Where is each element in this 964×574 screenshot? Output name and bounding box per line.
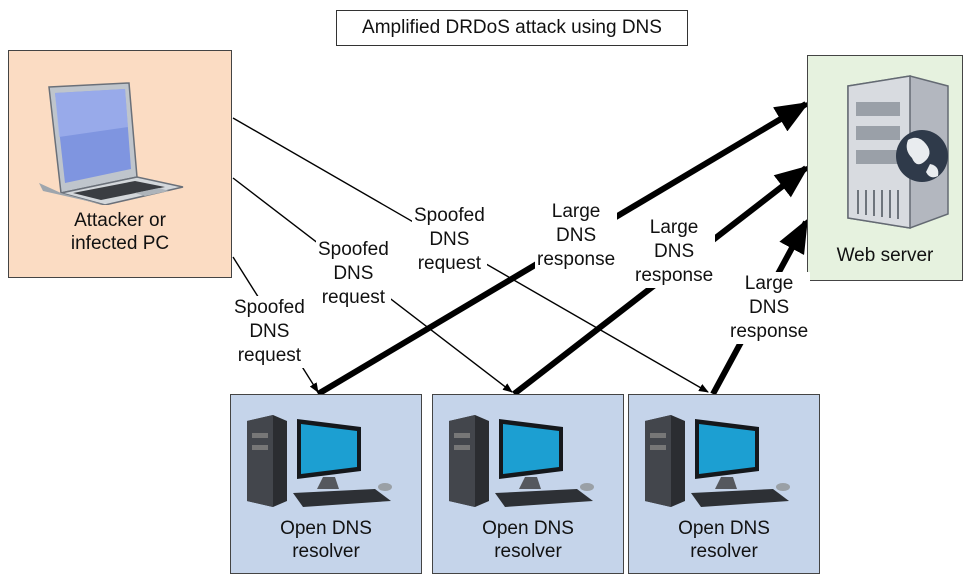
request-label-2: Spoofed DNS request xyxy=(316,238,391,310)
resolver-label-3: Open DNS resolver xyxy=(678,518,770,562)
resolver-node-1: Open DNS resolver xyxy=(230,394,422,574)
request-label-3: Spoofed DNS request xyxy=(412,204,487,276)
laptop-icon xyxy=(39,82,184,205)
desktop-computer-icon xyxy=(247,415,392,507)
web-server-node: Web server xyxy=(807,55,963,281)
request-label-1: Spoofed DNS request xyxy=(232,296,307,368)
resolver-label-2: Open DNS resolver xyxy=(482,518,574,562)
desktop-computer-icon xyxy=(645,415,790,507)
server-globe-icon xyxy=(847,75,949,229)
web-server-label: Web server xyxy=(836,245,934,266)
resolver-node-2: Open DNS resolver xyxy=(432,394,624,574)
attacker-label: Attacker or infected PC xyxy=(70,210,170,254)
response-label-1: Large DNS response xyxy=(535,200,618,272)
resolver-label-1: Open DNS resolver xyxy=(280,518,372,562)
desktop-computer-icon xyxy=(449,415,594,507)
resolver-node-3: Open DNS resolver xyxy=(628,394,820,574)
diagram-title: Amplified DRDoS attack using DNS xyxy=(336,10,688,46)
response-label-3: Large DNS response xyxy=(728,272,811,344)
attacker-node: Attacker or infected PC xyxy=(8,50,232,278)
response-label-2: Large DNS response xyxy=(633,216,716,288)
